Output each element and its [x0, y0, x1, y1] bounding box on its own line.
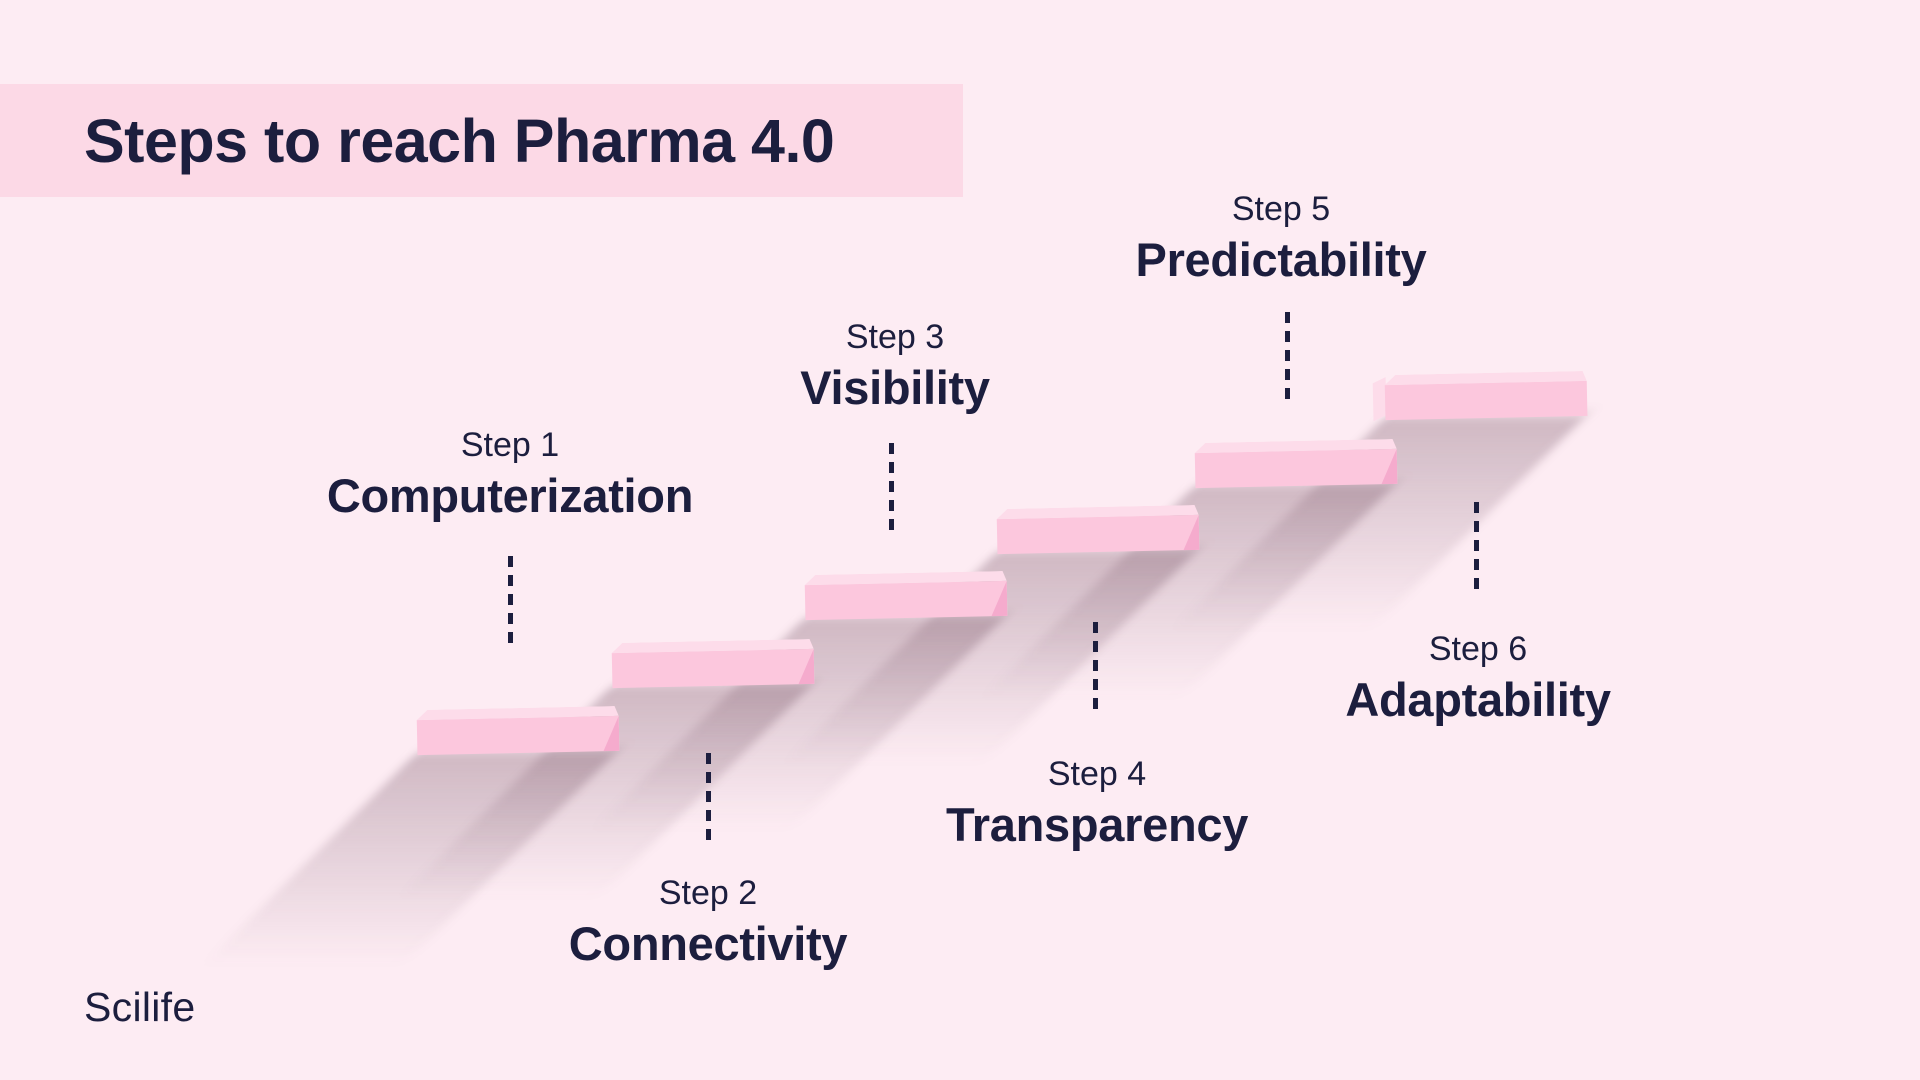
step-label-2: Step 2 Connectivity — [488, 872, 928, 971]
step-label-3: Step 3 Visibility — [675, 316, 1115, 415]
dashed-connector-5 — [1285, 312, 1290, 401]
step-label-5: Step 5 Predictability — [1061, 188, 1501, 287]
step-number: Step 1 — [460, 426, 560, 464]
step-bar-front-face — [416, 715, 620, 756]
step-number: Step 3 — [845, 318, 945, 356]
step-bar-1 — [416, 706, 620, 756]
step-bar-4 — [996, 505, 1200, 555]
step-number: Step 2 — [658, 874, 758, 912]
step-bar-front-face — [804, 580, 1008, 621]
step-bar-2 — [611, 639, 815, 689]
step-label-6: Step 6 Adaptability — [1258, 628, 1698, 727]
dashed-connector-6 — [1474, 502, 1479, 591]
step-bar-front-face — [996, 514, 1200, 555]
step-name: Predictability — [1135, 232, 1427, 286]
step-bar-5 — [1194, 439, 1398, 489]
title-band: Steps to reach Pharma 4.0 — [0, 84, 963, 197]
step-label-4: Step 4 Transparency — [877, 753, 1317, 852]
step-bar-front-face — [1384, 380, 1588, 421]
step-label-1: Step 1 Computerization — [290, 424, 730, 523]
scilife-logo: Scilife — [84, 984, 196, 1030]
dashed-connector-3 — [889, 443, 894, 532]
step-bar-front-face — [611, 648, 815, 689]
step-name: Computerization — [326, 468, 694, 522]
dashed-connector-4 — [1093, 622, 1098, 709]
step-name: Visibility — [800, 360, 990, 414]
step-bar-3 — [804, 571, 1008, 621]
step-bar-6 — [1372, 371, 1588, 422]
step-number: Step 5 — [1231, 190, 1331, 228]
step-name: Connectivity — [568, 916, 848, 970]
dashed-connector-1 — [508, 556, 513, 645]
dashed-connector-2 — [706, 753, 711, 846]
step-name: Adaptability — [1345, 672, 1611, 726]
step-bar-front-face — [1194, 448, 1398, 489]
step-name: Transparency — [945, 797, 1249, 851]
page-title: Steps to reach Pharma 4.0 — [84, 106, 835, 175]
step-number: Step 6 — [1428, 630, 1528, 668]
step-number: Step 4 — [1047, 755, 1147, 793]
